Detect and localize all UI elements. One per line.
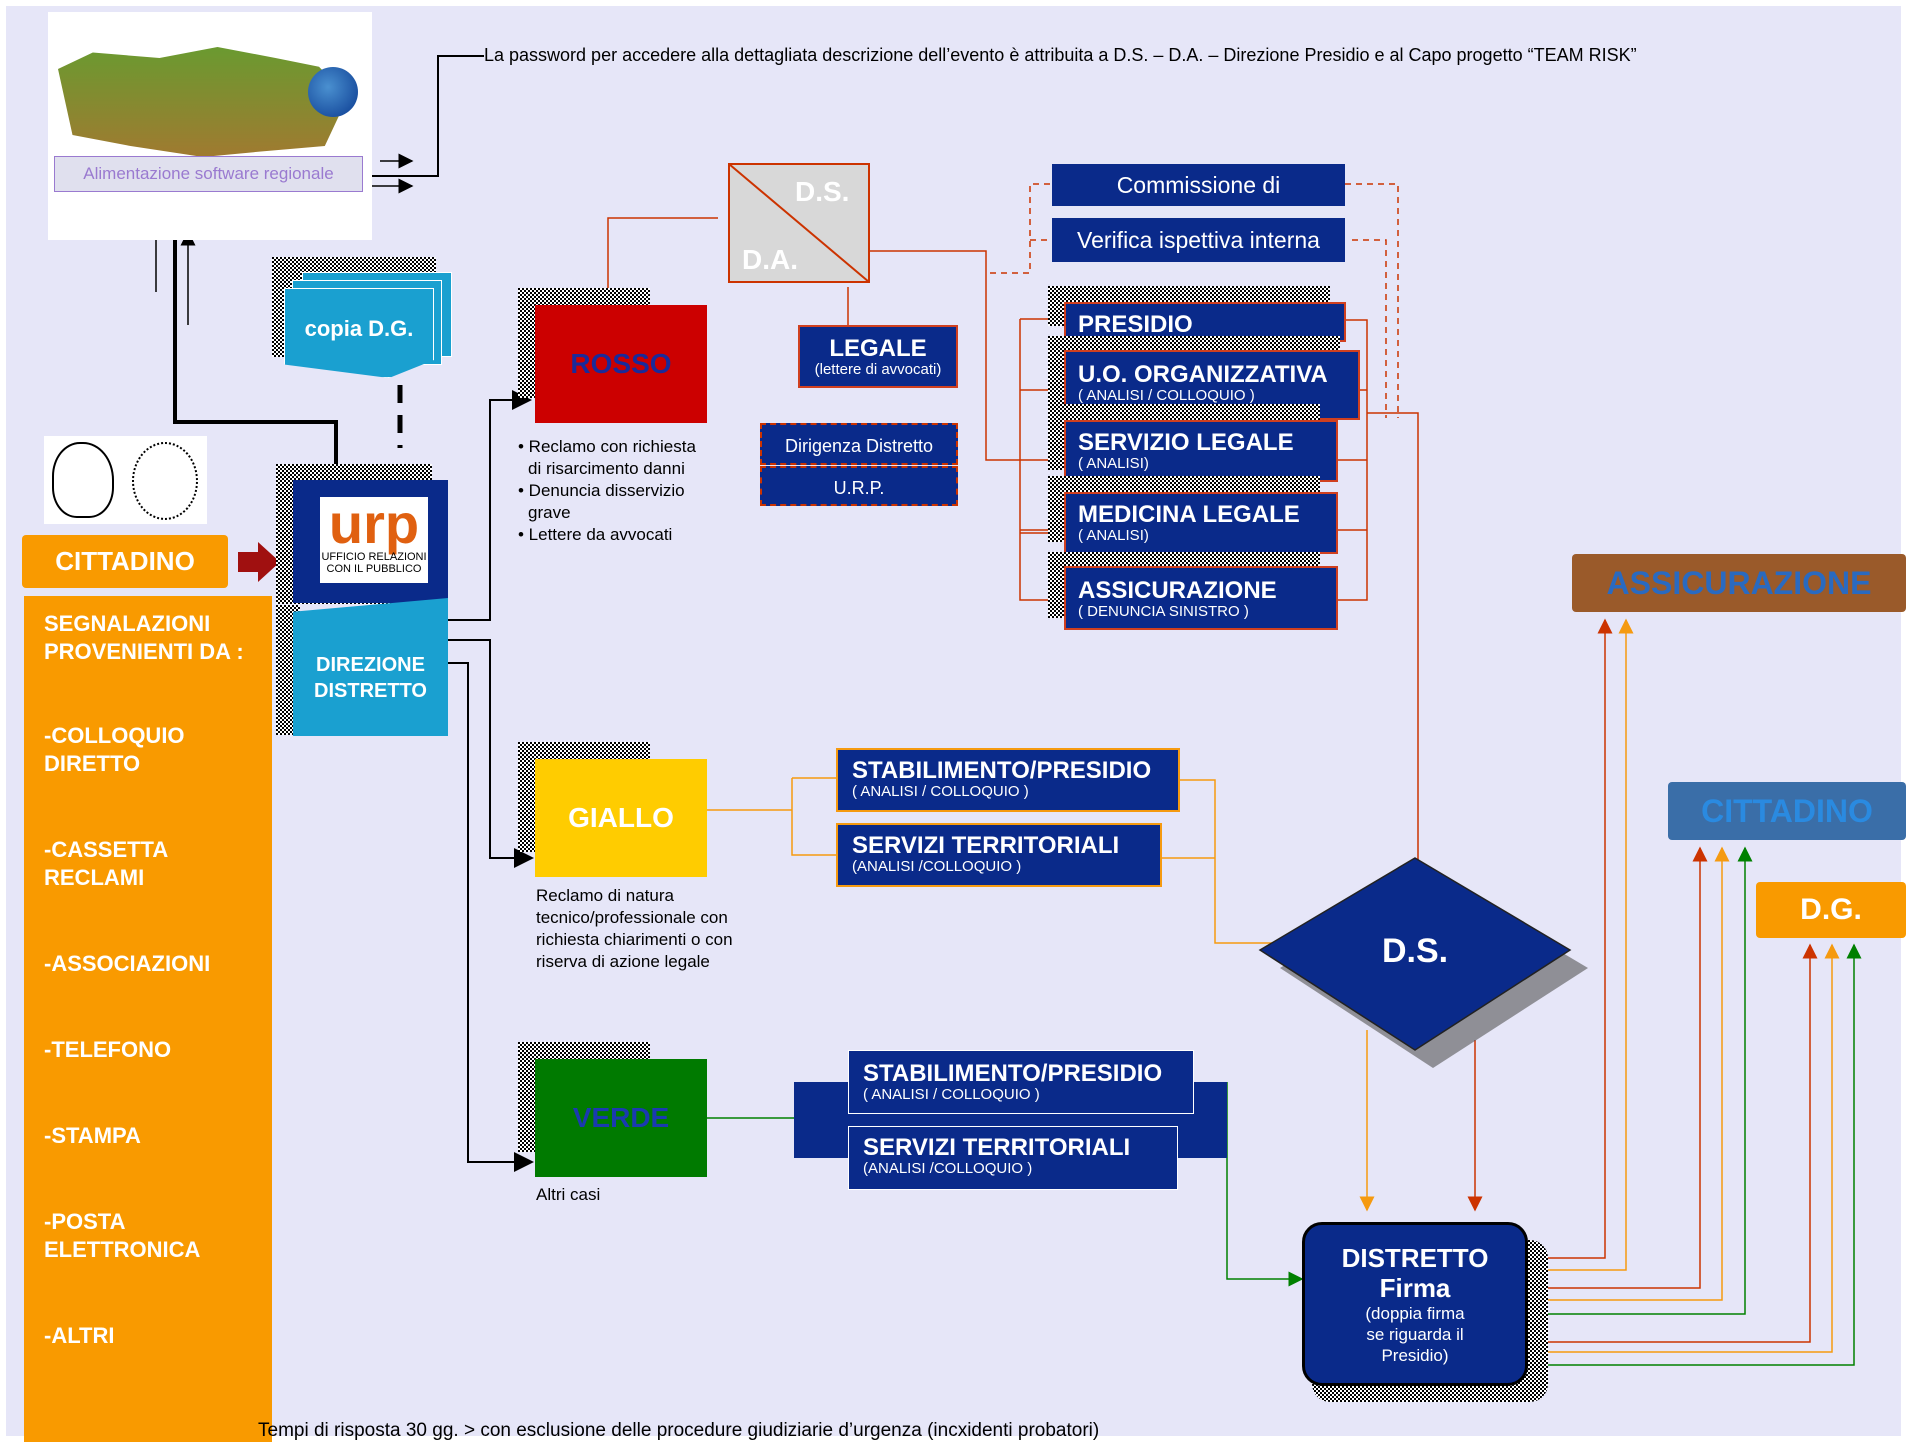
verde-stabilimento-box: STABILIMENTO/PRESIDIO ( ANALISI / COLLOQ… <box>848 1050 1194 1114</box>
footer-note: Tempi di risposta 30 gg. > con esclusion… <box>258 1420 1100 1441</box>
verde-box: VERDE <box>535 1059 707 1177</box>
assicurazione-sub: ( DENUNCIA SINISTRO ) <box>1078 603 1249 620</box>
urp-logo-box: urp UFFICIO RELAZIONI CON IL PUBBLICO <box>293 480 448 603</box>
giallo-servizi-box: SERVIZI TERRITORIALI (ANALISI /COLLOQUIO… <box>836 823 1162 887</box>
source-associazioni: -ASSOCIAZIONI <box>44 951 211 976</box>
commissione-box: Commissione di <box>1052 164 1345 206</box>
urp-logo-sub1: UFFICIO RELAZIONI <box>321 551 427 563</box>
ds-diamond <box>1258 857 1572 1051</box>
globe-icon <box>308 67 358 117</box>
giallo-servizi-sub: (ANALISI /COLLOQUIO ) <box>852 858 1022 875</box>
legale-sub: (lettere di avvocati) <box>814 361 942 378</box>
medicina-legale-box: MEDICINA LEGALE ( ANALISI) <box>1064 492 1338 554</box>
giallo-stabilimento-sub: ( ANALISI / COLLOQUIO ) <box>852 783 1029 800</box>
output-dg: D.G. <box>1756 882 1906 938</box>
copia-dg-document: copia D.G. <box>284 288 434 378</box>
giallo-note: riserva di azione legale <box>536 952 710 971</box>
rosso-notes: • Reclamo con richiesta di risarcimento … <box>518 436 696 546</box>
da-label: D.A. <box>742 244 798 275</box>
distretto-firma: Firma <box>1379 1273 1451 1303</box>
verde-servizi-box: SERVIZI TERRITORIALI (ANALISI /COLLOQUIO… <box>848 1126 1178 1190</box>
rosso-box: ROSSO <box>535 305 707 423</box>
dirigenza-box: Dirigenza Distretto <box>760 423 958 465</box>
rosso-note: • Reclamo con richiesta <box>518 437 696 456</box>
password-note: La password per accedere alla dettagliat… <box>484 45 1637 65</box>
source-stampa: -STAMPA <box>44 1123 141 1148</box>
giallo-notes: Reclamo di natura tecnico/professionale … <box>536 885 733 973</box>
verde-stabilimento-sub: ( ANALISI / COLLOQUIO ) <box>863 1086 1040 1103</box>
medicina-legale-title: MEDICINA LEGALE <box>1078 501 1300 528</box>
ds-label: D.S. <box>795 176 850 207</box>
distretto-note: se riguarda il <box>1366 1325 1464 1344</box>
giallo-note: richiesta chiarimenti o con <box>536 930 733 949</box>
rosso-note: • Lettere da avvocati <box>518 525 673 544</box>
rosso-note: grave <box>528 503 571 522</box>
urp-logo: urp UFFICIO RELAZIONI CON IL PUBBLICO <box>320 492 428 583</box>
giallo-note: tecnico/professionale con <box>536 908 728 927</box>
face-woman-icon <box>132 442 198 520</box>
distretto-title: DISTRETTO <box>1341 1243 1489 1273</box>
assicurazione-title: ASSICURAZIONE <box>1078 577 1277 604</box>
servizio-legale-title: SERVIZIO LEGALE <box>1078 429 1294 456</box>
urp-logo-text: urp <box>328 492 420 555</box>
ds-diamond-label: D.S. <box>1381 932 1449 970</box>
verde-notes: Altri casi <box>536 1185 601 1204</box>
urp-logo-sub2: CON IL PUBBLICO <box>326 563 422 575</box>
giallo-stabilimento-title: STABILIMENTO/PRESIDIO <box>852 757 1152 784</box>
cittadino-source: CITTADINO <box>22 535 228 588</box>
rosso-note: di risarcimento danni <box>528 459 685 478</box>
giallo-servizi-title: SERVIZI TERRITORIALI <box>852 832 1120 859</box>
medicina-legale-sub: ( ANALISI) <box>1078 527 1149 544</box>
face-man-icon <box>52 442 114 518</box>
urp-box: U.R.P. <box>760 466 958 506</box>
servizio-legale-sub: ( ANALISI) <box>1078 455 1149 472</box>
legale-box: LEGALE (lettere di avvocati) <box>798 325 958 388</box>
giallo-box: GIALLO <box>535 759 707 877</box>
distretto-box: DISTRETTO Firma (doppia firma se riguard… <box>1302 1222 1528 1386</box>
uo-sub: ( ANALISI / COLLOQUIO ) <box>1078 387 1255 404</box>
output-cittadino: CITTADINO <box>1668 782 1906 840</box>
verifica-box: Verifica ispettiva interna <box>1052 218 1345 262</box>
verde-servizi-sub: (ANALISI /COLLOQUIO ) <box>863 1160 1033 1177</box>
assicurazione-box: ASSICURAZIONE ( DENUNCIA SINISTRO ) <box>1064 566 1338 630</box>
regional-map-image <box>48 12 372 240</box>
rosso-note: • Denuncia disservizio <box>518 481 685 500</box>
output-assicurazione: ASSICURAZIONE <box>1572 554 1906 612</box>
verde-stabilimento-title: STABILIMENTO/PRESIDIO <box>863 1060 1163 1087</box>
distretto-note: (doppia firma <box>1365 1304 1465 1323</box>
distretto-note: Presidio) <box>1381 1346 1449 1365</box>
map-region-shape <box>58 47 348 157</box>
verde-servizi-title: SERVIZI TERRITORIALI <box>863 1134 1131 1161</box>
software-label: Alimentazione software regionale <box>54 156 363 192</box>
source-altri: -ALTRI <box>44 1323 115 1348</box>
legale-title: LEGALE <box>829 335 927 362</box>
presidio-title: PRESIDIO <box>1078 311 1193 338</box>
source-telefono: -TELEFONO <box>44 1037 172 1062</box>
giallo-note: Reclamo di natura <box>536 886 674 905</box>
uo-title: U.O. ORGANIZZATIVA <box>1078 361 1328 388</box>
servizio-legale-box: SERVIZIO LEGALE ( ANALISI) <box>1064 420 1338 482</box>
giallo-stabilimento-box: STABILIMENTO/PRESIDIO ( ANALISI / COLLOQ… <box>836 748 1180 812</box>
citizens-cartoon-image <box>44 436 207 524</box>
